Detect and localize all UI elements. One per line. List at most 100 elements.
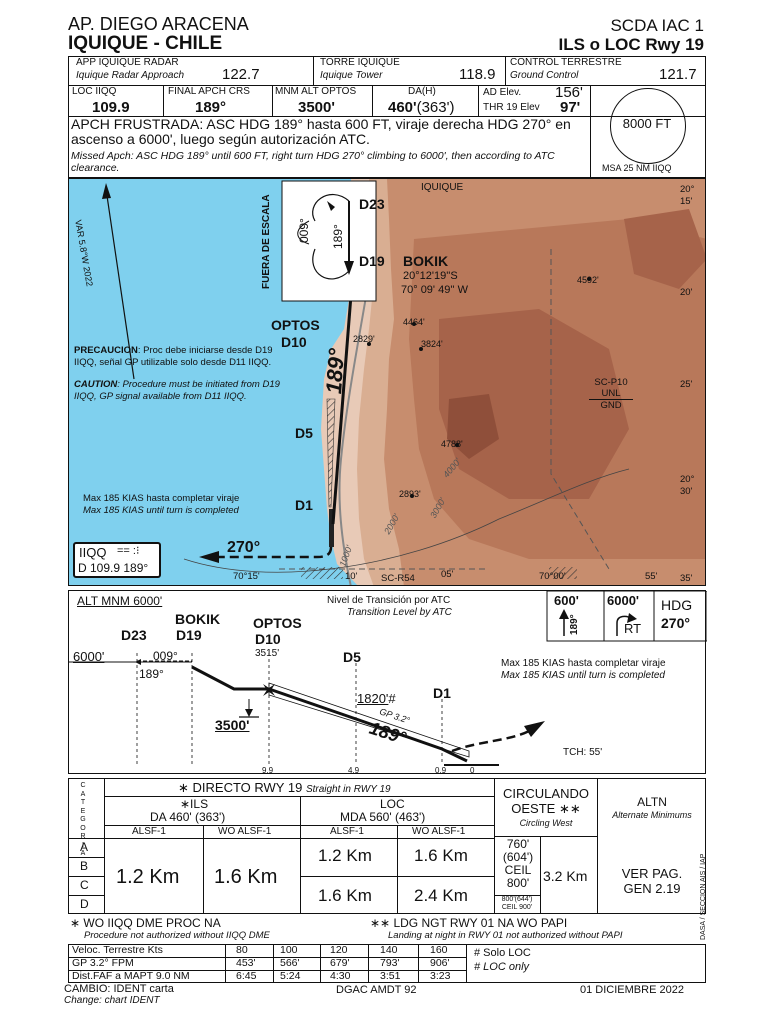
speed-cell: 793'	[380, 957, 400, 969]
elev-4464: 4464'	[403, 317, 425, 327]
app-freq: 122.7	[222, 66, 260, 83]
iiqq-ident: IIQQ	[79, 545, 107, 560]
cat-d: D	[80, 897, 89, 911]
footer-agency: DGAC AMDT 92	[336, 984, 417, 996]
bokik-lat: 20°12'19''S	[403, 270, 458, 282]
lon-4: 70°00'	[539, 571, 566, 582]
loc-cd-wo: 2.4 Km	[414, 886, 468, 905]
prof-1820: 1820'#	[357, 691, 396, 706]
dist-09: 0.9	[435, 766, 447, 775]
lat-30b: 30'	[680, 486, 693, 497]
plan-view: VAR 5.8°W 2022 FUERA DE ESCALA D23 D19 0…	[68, 178, 706, 586]
circ-ceiling: 760' (604') CEIL 800'	[502, 837, 534, 890]
elev-4788: 4788'	[441, 439, 463, 449]
app-label: APP IQUIQUE RADAR	[76, 57, 179, 68]
speed-cell: 160	[430, 944, 448, 956]
alt-mnm: ALT MNM 6000'	[77, 594, 163, 608]
iiqq-freq: D 109.9 189°	[78, 561, 149, 575]
bokik-label: BOKIK	[403, 253, 449, 269]
missed-hdg: 270°	[227, 539, 261, 556]
altn-title: ALTN	[637, 795, 667, 809]
ma-6000: 6000'	[607, 593, 640, 608]
app-sub: Iquique Radar Approach	[76, 70, 185, 81]
speed-cell: 100	[280, 944, 298, 956]
prof-kias-en: Max 185 KIAS until turn is completed	[501, 670, 665, 681]
ma-189: 189°	[569, 614, 580, 635]
d1-label: D1	[295, 497, 313, 513]
altn-text: VER PAG. GEN 2.19	[621, 866, 683, 896]
missed-box	[68, 116, 706, 178]
thr-elev: 97'	[560, 99, 581, 116]
lon-5: 55'	[645, 571, 658, 582]
lat-25: 25'	[680, 379, 693, 390]
dist-99: 9.9	[262, 766, 274, 775]
prof-in: 189°	[139, 667, 164, 681]
category-vertical: CATEGORIA	[80, 782, 86, 857]
prof-bokik: BOKIK	[175, 611, 221, 627]
iquique-label: IQUIQUE	[421, 182, 464, 193]
speed-cell: 5:24	[280, 970, 301, 982]
missed-en: Missed Apch: ASC HDG 189° until 600 FT, …	[71, 150, 555, 174]
dah-val: 460'(363')	[388, 99, 455, 116]
ma-rt: RT	[624, 621, 642, 636]
gnd-freq: 121.7	[659, 66, 697, 83]
msa-value: 8000 FT	[622, 116, 672, 131]
speed-cell: 3:51	[380, 970, 401, 982]
speed-cell: 6:45	[236, 970, 257, 982]
lat-20b: 20'	[680, 287, 693, 298]
prof-d19: D19	[176, 627, 202, 643]
cat-c: C	[80, 878, 89, 892]
circ-vis: 3.2 Km	[543, 868, 588, 884]
prof-6000: 6000'	[73, 649, 105, 664]
note-2-en: Landing at night in RWY 01 not authorize…	[388, 930, 623, 941]
loc-mda: MDA 560' (463')	[340, 810, 426, 824]
crs-val: 189°	[195, 99, 227, 116]
ils-wo-vis: 1.6 Km	[214, 866, 278, 888]
prof-3515: 3515'	[255, 648, 280, 659]
prof-d23: D23	[121, 627, 147, 643]
circling-title: CIRCULANDO OESTE ∗∗	[503, 786, 589, 816]
prof-d5: D5	[343, 649, 361, 665]
speed-row-label: GP 3.2° FPM	[72, 957, 134, 969]
trans-en: Transition Level by ATC	[347, 607, 452, 618]
straight-in: ∗ DIRECTO RWY 19 Straight in RWY 19	[178, 780, 391, 795]
note-2-es: ∗∗ LDG NGT RWY 01 NA WO PAPI	[370, 916, 568, 930]
footer-side: DASA / SECCION AIS / IAP	[700, 853, 707, 940]
lon-1: 70°15'	[233, 571, 260, 582]
chart-id: SCDA IAC 1	[610, 16, 704, 35]
gnd-label: CONTROL TERRESTRE	[510, 57, 622, 68]
dist-0: 0	[470, 766, 475, 775]
trans-es: Nivel de Transición por ATC	[327, 595, 451, 606]
loc-ab-wo: 1.6 Km	[414, 846, 468, 865]
optos-label: OPTOS	[271, 317, 320, 333]
loc-label: LOC IIQQ	[72, 86, 117, 97]
speed-table	[68, 944, 706, 983]
dist-49: 4.9	[348, 766, 360, 775]
elev-2893: 2893'	[399, 489, 421, 499]
restricted-p10: SC-P10 UNL GND	[589, 377, 633, 411]
prof-kias-es: Max 185 KIAS hasta completar viraje	[501, 658, 666, 669]
elev-4592: 4592'	[577, 275, 599, 285]
bokik-lon: 70° 09' 49'' W	[401, 284, 468, 296]
elev-2829: 2829'	[353, 334, 375, 344]
loc-label-min: LOC	[380, 797, 405, 811]
speed-row-label: Dist.FAF a MAPT 9.0 NM	[72, 970, 190, 982]
note-1-es: ∗ WO IIQQ DME PROC NA	[70, 916, 221, 930]
alt-val: 3500'	[298, 99, 335, 116]
footer-change: Change: chart IDENT	[64, 995, 160, 1006]
lon-2: 10'	[345, 571, 358, 582]
circ-ceiling-d: 800'(644') CEIL 900'	[501, 896, 533, 911]
ils-wo-h: WO ALSF-1	[218, 826, 272, 837]
cat-b: B	[80, 859, 89, 873]
ad-elev: 156'	[555, 84, 583, 101]
speed-cell: 120	[330, 944, 348, 956]
prof-d1: D1	[433, 685, 451, 701]
lon-3: 05'	[441, 569, 454, 580]
lat-15: 15'	[680, 196, 693, 207]
d23-label: D23	[359, 196, 385, 212]
lat-30a: 20°	[680, 474, 695, 485]
alt-label: MNM ALT OPTOS	[275, 86, 357, 97]
plan-kias-es: Max 185 KIAS hasta completar viraje	[83, 493, 240, 504]
fuera-label: FUERA DE ESCALA	[261, 194, 272, 289]
twr-sub: Iquique Tower	[320, 70, 383, 81]
